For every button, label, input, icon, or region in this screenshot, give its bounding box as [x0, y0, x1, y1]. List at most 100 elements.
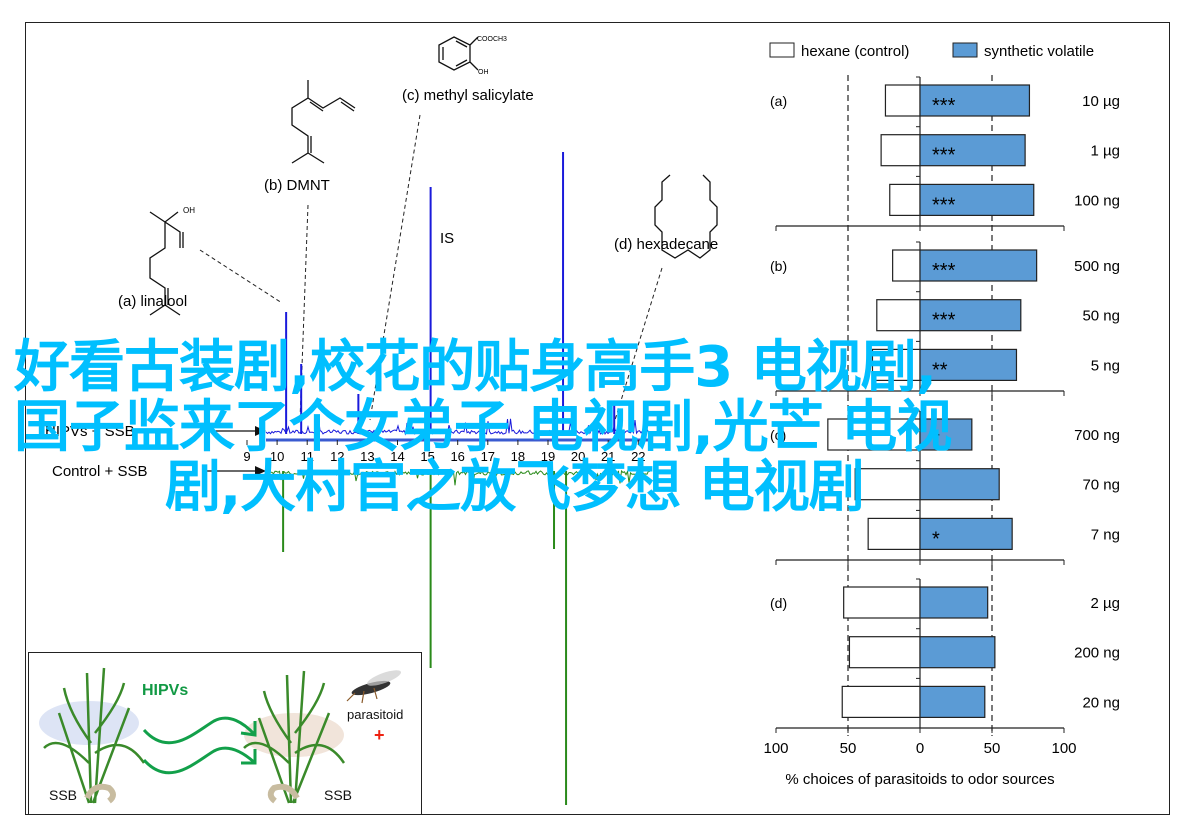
parasitoid-label: parasitoid [347, 707, 403, 722]
bar-volatile [919, 418, 973, 451]
peak-leader-lines [199, 114, 663, 421]
bar-volatile [919, 183, 1035, 216]
x-tick-label: 50 [984, 740, 1001, 757]
bar-control [889, 183, 921, 216]
parasitoid-icon [346, 670, 402, 704]
hipvs-label: HIPVs [142, 682, 188, 699]
figure-frame [25, 22, 1170, 815]
bar-control [884, 84, 921, 117]
bar-volatile [919, 249, 1038, 282]
legend-label-volatile: synthetic volatile [984, 43, 1094, 60]
arrow-head-icon [255, 426, 266, 436]
bar-control [892, 249, 921, 282]
x-tick-label: 11 [300, 449, 314, 464]
bar-volatile [919, 84, 1031, 117]
x-tick-label: 0 [916, 740, 924, 757]
hipv-arrows-icon [142, 716, 257, 775]
arrow-head-icon [255, 466, 266, 476]
bar-control [880, 134, 921, 167]
dmnt-structure [291, 80, 356, 164]
bar-control [854, 468, 921, 501]
ssb-label-left: SSB [49, 787, 77, 803]
x-axis-title: % choices of parasitoids to odor sources [785, 771, 1054, 788]
dose-label: 500 ng [1074, 258, 1120, 275]
methyl-salicylate-oh: OH [478, 69, 489, 76]
dose-label: 1 µg [1091, 143, 1121, 160]
x-tick-label: 19 [541, 449, 555, 464]
x-tick-label: 50 [840, 740, 857, 757]
bar-volatile [919, 468, 1000, 501]
significance-marker: *** [932, 260, 956, 282]
dose-label: 100 ng [1074, 192, 1120, 209]
significance-marker: *** [932, 145, 956, 167]
trace-control [265, 469, 651, 486]
larva-icon [84, 783, 300, 804]
methyl-salicylate-structure [438, 36, 479, 71]
significance-marker: * [932, 429, 940, 451]
dose-label: 10 µg [1082, 93, 1120, 110]
x-tick-label: 17 [481, 449, 495, 464]
legend-label-control: hexane (control) [801, 43, 909, 60]
plants-illustration: HIPVs parasitoid + SSB SSB [39, 667, 403, 804]
watermark-line-3: 剧,大村官之放飞梦想 电视剧 [165, 455, 865, 520]
dose-label: 5 ng [1091, 357, 1120, 374]
plus-sign: + [374, 725, 385, 745]
plant-right-icon [243, 670, 346, 804]
dose-label: 70 ng [1082, 477, 1120, 494]
panel-label: (d) [770, 595, 787, 611]
choice-bar-chart: hexane (control)synthetic volatile(a)***… [763, 42, 1121, 788]
panel-label: (b) [770, 258, 787, 274]
bar-control [843, 586, 921, 619]
bar-control [876, 299, 921, 332]
dose-label: 2 µg [1091, 595, 1121, 612]
x-tick-label: 16 [450, 449, 464, 464]
dose-label: 7 ng [1091, 526, 1120, 543]
dmnt-label: (b) DMNT [264, 177, 330, 194]
x-tick-label: 14 [390, 449, 404, 464]
legend-swatch-control [769, 42, 795, 58]
dose-label: 20 ng [1082, 694, 1120, 711]
significance-marker: *** [932, 95, 956, 117]
x-tick-label: 22 [631, 449, 645, 464]
legend-swatch-volatile [952, 42, 978, 58]
watermark-line-1: 好看古装剧,校花的贴身高手3 电视剧, [14, 335, 937, 400]
significance-marker: *** [932, 194, 956, 216]
x-tick-label: 12 [330, 449, 344, 464]
significance-marker: * [932, 528, 940, 550]
significance-marker: *** [932, 310, 956, 332]
linalool-structure [149, 211, 184, 316]
x-tick-label: 10 [270, 449, 284, 464]
bar-volatile [919, 299, 1022, 332]
plant-left-icon [39, 667, 146, 804]
bar-control [867, 517, 921, 551]
hexadecane-structure [654, 174, 718, 259]
bar-control [841, 685, 921, 719]
ssb-label-right: SSB [324, 787, 352, 803]
panel-label: (a) [770, 93, 787, 109]
bar-volatile [919, 134, 1026, 167]
x-tick-label: 9 [243, 449, 250, 464]
x-tick-label: 100 [763, 740, 788, 757]
x-tick-label: 20 [571, 449, 585, 464]
dose-label: 50 ng [1082, 308, 1120, 325]
chromatogram: 9 10 11 12 13 14 15 16 17 18 19 20 21 22 [243, 152, 651, 805]
dose-label: 200 ng [1074, 645, 1120, 662]
bar-control [848, 636, 921, 669]
x-tick-label: 100 [1051, 740, 1076, 757]
x-tick-label: 21 [601, 449, 615, 464]
x-tick-label: 13 [360, 449, 374, 464]
bar-volatile [919, 517, 1013, 551]
watermark-line-2: 国子监来了个女弟子 电视剧,光芒 电视 [14, 395, 952, 460]
bar-volatile [919, 586, 989, 619]
is-label: IS [440, 230, 454, 247]
linalool-oh: OH [183, 206, 195, 215]
x-tick-label: 15 [420, 449, 434, 464]
x-tick-label: 18 [511, 449, 525, 464]
hexadecane-label: (d) hexadecane [614, 236, 718, 253]
dose-label: 700 ng [1074, 427, 1120, 444]
methyl-salicylate-cooch3: COOCH3 [477, 36, 507, 43]
trace-label-hipvs: HIPVs + SSB [45, 423, 135, 440]
linalool-label: (a) linalool [118, 293, 187, 310]
methyl-salicylate-label: (c) methyl salicylate [402, 87, 534, 104]
